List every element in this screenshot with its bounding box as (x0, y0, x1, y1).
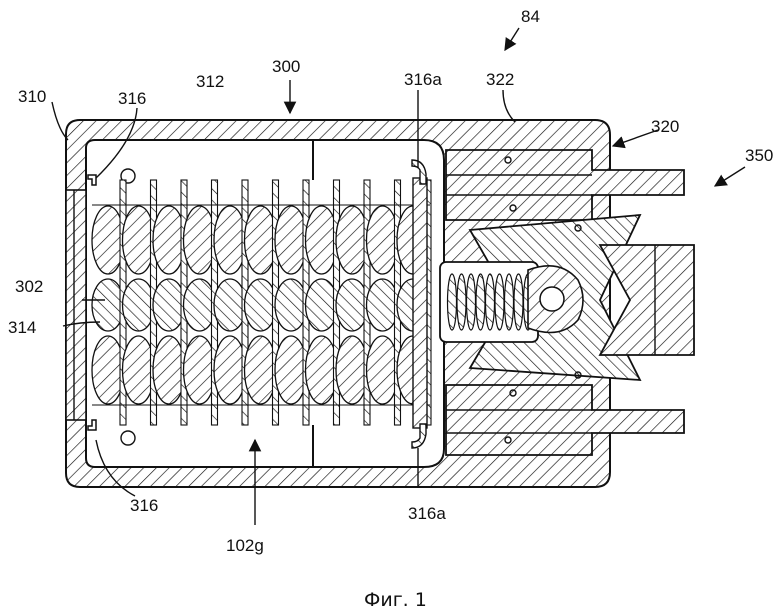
contact-disc (274, 278, 308, 332)
label-314: 314 (8, 318, 36, 337)
contact-disc (243, 205, 278, 275)
contact-disc (274, 205, 308, 275)
cavity-divider (120, 140, 314, 467)
contact-disc (213, 205, 247, 275)
contact-disc (152, 205, 186, 275)
label-310: 310 (18, 87, 46, 106)
label-320: 320 (651, 117, 679, 136)
spring-coil (503, 273, 515, 331)
label-316-bottom: 316 (130, 496, 158, 515)
contact-disc (243, 335, 278, 405)
spring-coil (446, 273, 458, 331)
spring-coil (465, 273, 477, 331)
contact-disc (335, 335, 369, 405)
label-350: 350 (745, 146, 773, 165)
contact-disc (304, 278, 339, 332)
contact-disc (335, 205, 369, 275)
contact-disc (304, 205, 339, 275)
spring-coil (513, 273, 524, 331)
contact-disc (274, 335, 308, 405)
label-302: 302 (15, 277, 43, 296)
contact-disc (213, 335, 247, 405)
contact-disc (121, 335, 156, 405)
reference-labels: 84 300 312 310 316 316a 322 320 350 302 … (8, 7, 773, 611)
contact-disc (152, 278, 186, 332)
contact-disc (243, 278, 278, 332)
contact-disc (365, 278, 400, 332)
contact-disc (213, 278, 247, 332)
contact-disc (91, 205, 125, 275)
contact-disc (335, 278, 369, 332)
leader-lines (51, 27, 746, 525)
clips (87, 159, 427, 449)
contact-stack (91, 177, 432, 429)
contact-disc (182, 278, 217, 332)
stack-end-plate (412, 177, 428, 429)
contact-disc (121, 278, 156, 332)
label-322: 322 (486, 70, 514, 89)
spring-coil (456, 273, 467, 331)
label-102g: 102g (226, 536, 264, 555)
figure-caption: Фиг. 1 (364, 589, 427, 611)
contact-disc (304, 335, 339, 405)
label-316a-top: 316a (404, 70, 442, 89)
contact-disc (91, 335, 125, 405)
contact-disc (152, 335, 186, 405)
spring-coil (484, 273, 496, 331)
contact-disc (365, 335, 400, 405)
label-316a-bottom: 316a (408, 504, 446, 523)
contact-disc (182, 335, 217, 405)
spring-coil (494, 273, 505, 331)
plug-assembly (439, 149, 695, 456)
contact-disc (121, 205, 156, 275)
label-316-top: 316 (118, 89, 146, 108)
label-312: 312 (196, 72, 224, 91)
contact-disc (365, 205, 400, 275)
label-300: 300 (272, 57, 300, 76)
contact-disc (182, 205, 217, 275)
spring-coil (475, 273, 486, 331)
label-84: 84 (521, 7, 540, 26)
contact-disc (91, 278, 125, 332)
